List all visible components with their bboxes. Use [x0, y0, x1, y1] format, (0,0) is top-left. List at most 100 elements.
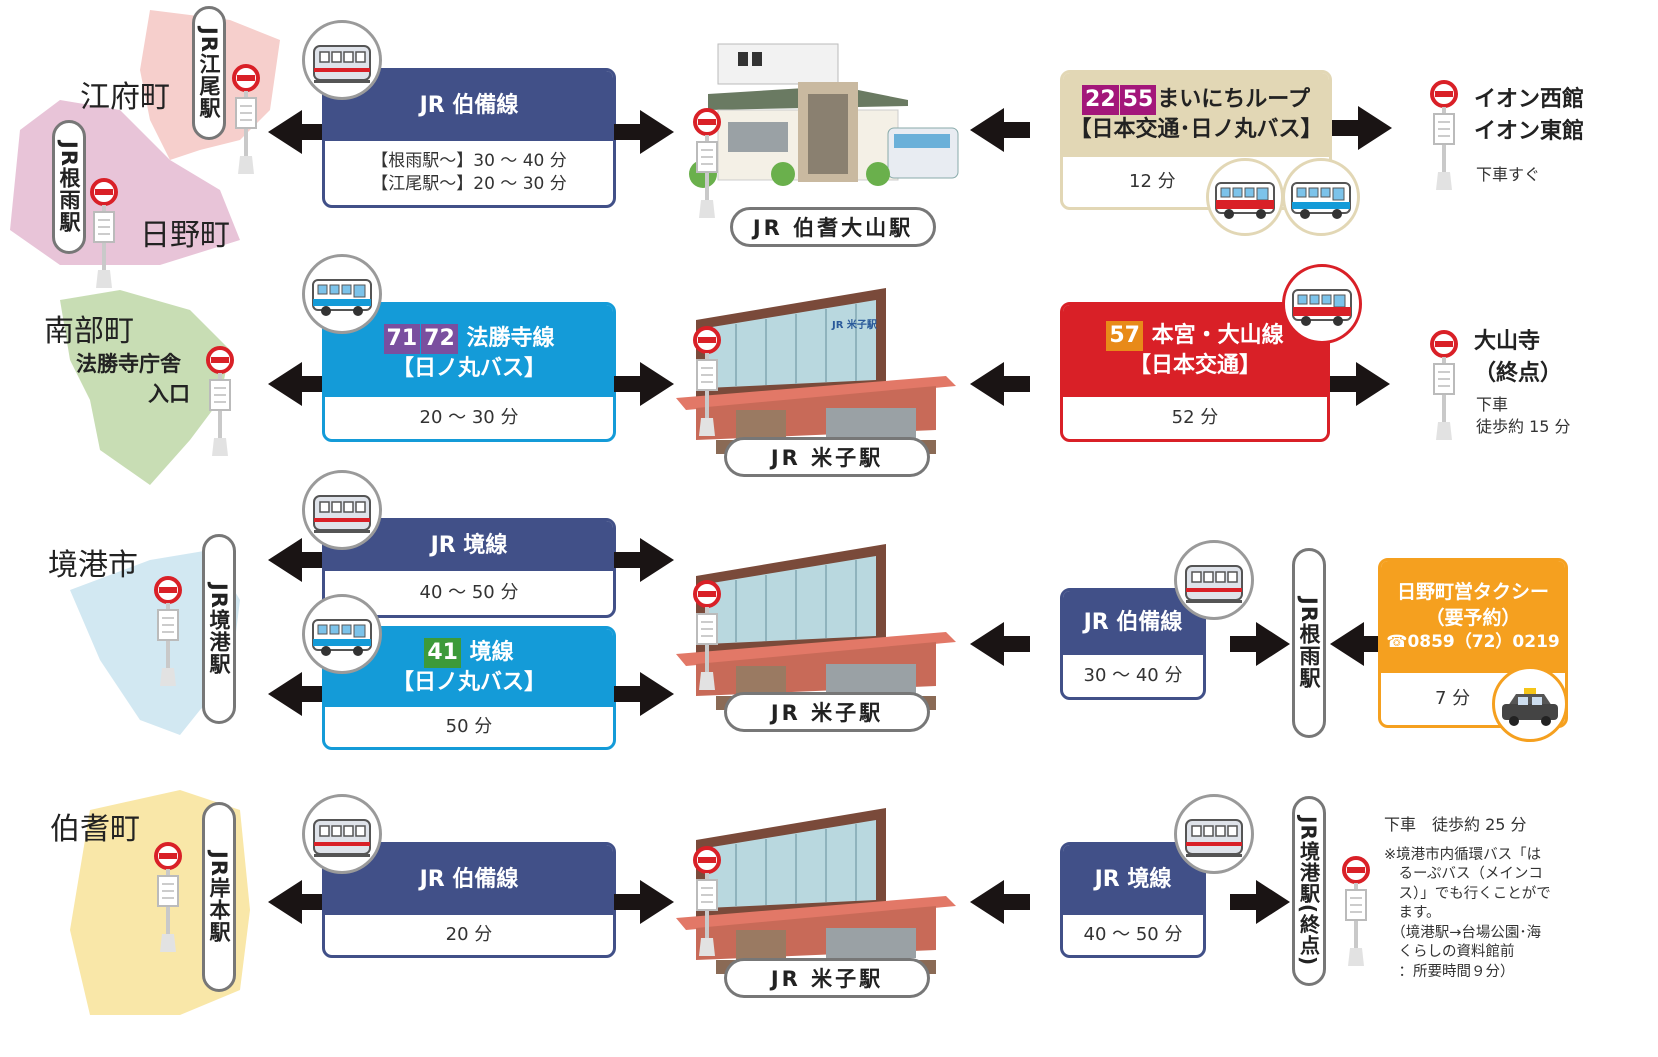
station-label-eo: JR江尾駅	[192, 6, 226, 140]
route-card-sakai-2: JR 境線 40 ～ 50 分	[1060, 842, 1206, 958]
bus-stop-icon	[154, 842, 182, 952]
route-time: 30 ～ 40 分	[1083, 664, 1183, 686]
train-icon	[1174, 794, 1254, 874]
route-title: 境線	[469, 640, 514, 666]
destination-aeon: イオン西館 イオン東館	[1474, 87, 1585, 144]
route-time: 50 分	[445, 715, 493, 737]
route-operator: 【日ノ丸バス】	[391, 356, 546, 381]
route-operator: 【日本交通･日ノ丸バス】	[1069, 117, 1323, 142]
arrow-right-icon	[1230, 880, 1290, 924]
arrow-right-icon	[614, 110, 674, 154]
daisen-station-illustration	[688, 43, 959, 189]
arrow-left-icon	[970, 362, 1030, 406]
stop-name-hosshoji: 法勝寺庁舎	[76, 352, 181, 376]
phone-number: ☎0859（72）0219	[1386, 632, 1560, 653]
town-sakaiminato: 境港市	[48, 548, 138, 583]
taxi-icon	[1492, 666, 1568, 742]
route-number-badge: 22	[1082, 85, 1119, 115]
route-time: 【根雨駅～】30 ～ 40 分	[371, 151, 567, 172]
bus-stop-icon	[154, 576, 182, 686]
route-card-hakubi-2: JR 伯備線 30 ～ 40 分	[1060, 588, 1206, 700]
arrow-left-icon	[970, 622, 1030, 666]
route-time: 20 ～ 30 分	[419, 406, 519, 428]
route-title: まいにちループ	[1157, 87, 1310, 113]
bus-stop-icon	[693, 108, 721, 218]
station-label-sakaiminato: JR境港駅	[202, 534, 236, 724]
route-title: JR 伯備線	[419, 867, 519, 893]
station-label-neu-2: JR根雨駅	[1292, 548, 1326, 738]
bus-stop-icon	[1430, 80, 1458, 190]
arrow-left-icon	[268, 362, 328, 406]
route-title: 法勝寺線	[466, 326, 555, 352]
route-number-badge: 41	[424, 638, 461, 668]
bus-stop-icon	[206, 346, 234, 456]
hub-station-name: JR 伯耆大山駅	[730, 207, 936, 247]
hub-station-name: JR 米子駅	[724, 958, 930, 998]
route-number-badge: 57	[1106, 321, 1143, 351]
route-time: 40 ～ 50 分	[419, 581, 519, 603]
town-kofu: 江府町	[80, 80, 170, 115]
arrow-right-icon	[1332, 106, 1392, 150]
station-sign: JR 米子駅	[832, 320, 877, 331]
arrow-left-icon	[268, 538, 328, 582]
route-time: 12 分	[1129, 170, 1176, 192]
bus-stop-icon	[693, 580, 721, 690]
route-number-badge: 72	[421, 324, 458, 354]
station-label-sakaiminato-terminal: JR境港駅(終点)	[1292, 796, 1326, 986]
arrow-left-icon	[970, 108, 1030, 152]
arrow-right-icon	[614, 538, 674, 582]
destination-note: 下車すぐ	[1476, 165, 1541, 184]
route-title: JR 境線	[1094, 867, 1172, 893]
town-hoki: 伯耆町	[50, 812, 140, 847]
route-time: 52 分	[1171, 406, 1219, 428]
arrow-left-icon	[268, 880, 328, 924]
route-card-sakai-bus: 41 境線 【日ノ丸バス】 50 分	[322, 626, 616, 750]
stop-name-iriguchi: 入口	[148, 382, 190, 406]
arrow-right-icon	[614, 362, 674, 406]
route-note: （要予約）	[1425, 606, 1521, 629]
arrow-right-icon	[614, 880, 674, 924]
destination-daisenji: 大山寺 （終点）	[1474, 329, 1563, 386]
route-card-hakubi: JR 伯備線 【根雨駅～】30 ～ 40 分 【江尾駅～】20 ～ 30 分	[322, 68, 616, 208]
route-time: 40 ～ 50 分	[1083, 923, 1183, 945]
town-nambu: 南部町	[44, 314, 134, 349]
arrow-right-icon	[1330, 362, 1390, 406]
station-label-neu: JR根雨駅	[52, 120, 86, 254]
train-icon	[302, 470, 382, 550]
station-label-kishimoto: JR岸本駅	[202, 802, 236, 992]
town-hino: 日野町	[140, 218, 230, 253]
bus-stop-icon	[90, 178, 118, 288]
arrow-right-icon	[614, 672, 674, 716]
route-title: JR 伯備線	[419, 93, 519, 119]
destination-note: 下車 徒歩約 15 分	[1476, 395, 1571, 436]
train-icon	[1174, 540, 1254, 620]
route-title: JR 境線	[430, 533, 508, 559]
bus-icon	[302, 254, 382, 334]
route-time: 【江尾駅～】20 ～ 30 分	[371, 174, 567, 194]
route-title: JR 伯備線	[1083, 610, 1183, 636]
route-title: 本宮・大山線	[1151, 323, 1284, 349]
walking-note: 下車 徒歩約 25 分 ※境港市内循環バス「は るーぷバス（メインコ ス）」でも…	[1384, 815, 1551, 980]
bus-stop-icon	[693, 326, 721, 436]
route-operator: 【日ノ丸バス】	[391, 670, 546, 695]
route-number-badge: 55	[1119, 85, 1157, 115]
arrow-left-icon	[970, 880, 1030, 924]
bus-icon	[302, 594, 382, 674]
arrow-left-icon	[268, 110, 328, 154]
red-bus-icon	[1282, 264, 1362, 344]
bus-stop-icon	[693, 846, 721, 956]
hub-station-name: JR 米子駅	[724, 692, 930, 732]
route-card-hongu-daisen: 57 本宮・大山線 【日本交通】 52 分	[1060, 302, 1330, 442]
route-number-badge: 71	[383, 324, 421, 354]
train-icon	[302, 20, 382, 100]
route-operator: 【日本交通】	[1128, 353, 1261, 378]
bus-stop-icon	[232, 64, 260, 174]
bus-stop-icon	[1342, 856, 1370, 966]
red-bus-icon	[1206, 158, 1284, 236]
route-time: 7 分	[1435, 687, 1471, 709]
map-sakaiminato	[70, 550, 240, 735]
route-title: 日野町営タクシー	[1396, 580, 1549, 603]
bus-stop-icon	[1430, 330, 1458, 440]
